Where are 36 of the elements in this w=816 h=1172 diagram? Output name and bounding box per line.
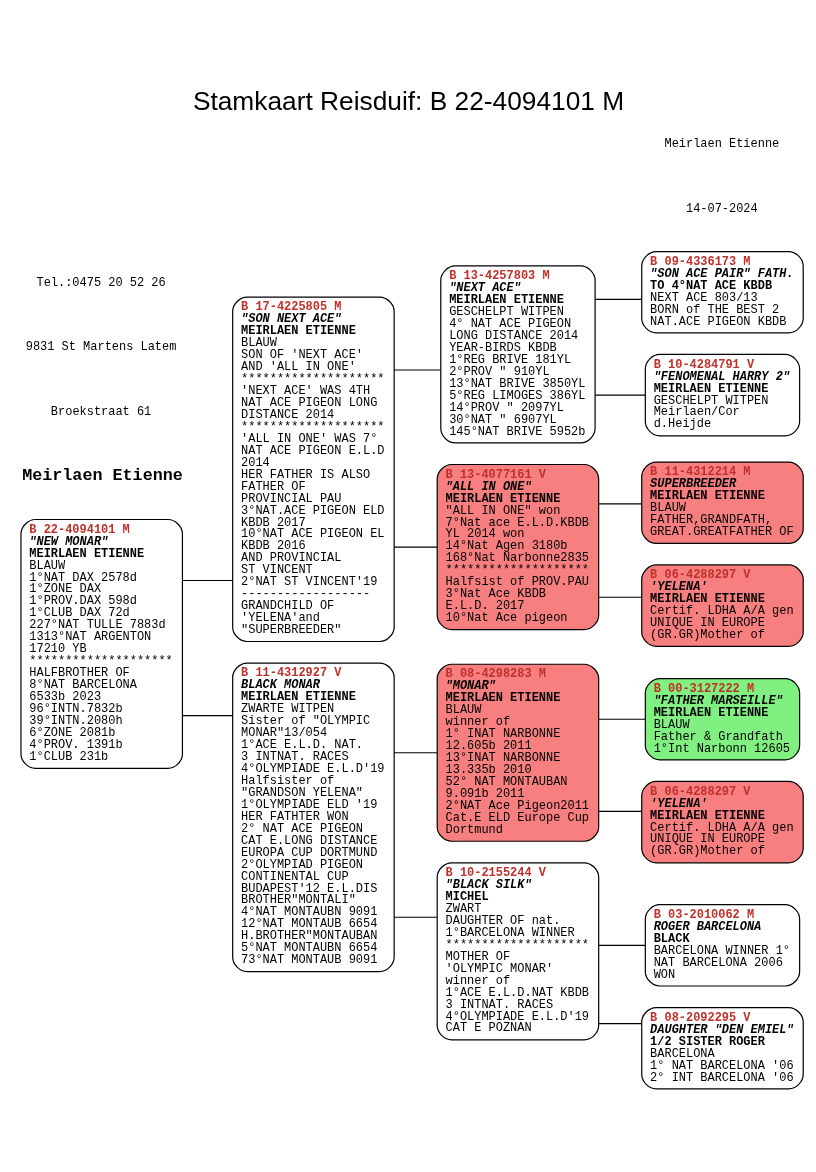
connector [594, 394, 646, 396]
connector [393, 916, 438, 918]
diagram-title: Stamkaart Reisduif: B 22-4094101 M [192, 85, 624, 116]
connector [393, 751, 438, 753]
node-box: B 13-4257803 M "NEXT ACE" MEIRLAEN ETIENNE GESCHELPT WITPEN 4° NAT ACE PIGEON LONG DISTANCE 2014 YEAR-BIRDS KBDB 1°REG BRIVE 181YL 2°PROV " 910YL 13°NAT BRIVE 3850YL 5°REG LIMOGES 386YL 14°PROV " 2097YL 30°NAT " 6907YL 145°NAT BRIVE 5952b [439, 264, 596, 444]
connector [597, 718, 646, 720]
connector [181, 714, 233, 716]
node-box: B 03-2010062 M ROGER BARCELONA BLACK BARCELONA WINNER 1° NAT BARCELONA 2006 WON [644, 903, 800, 987]
node-box: B 10-2155244 V "BLACK SILK" MICHEL ZWART DAUGHTER OF nat. 1°BARCELONA WINNER ******************** MOTHER OF 'OLYMPIC MONAR' winner of 1°ACE E.L.D.NAT KBDB 3 INTNAT. RACES 4°OLYMPIADE E.L.D'19 CAT E POZNAN [436, 861, 599, 1040]
connector [594, 298, 642, 300]
connector [597, 810, 642, 812]
label: 9831 St Martens Latem [25, 339, 176, 354]
node-box: B 13-4077161 V "ALL IN ONE" MEIRLAEN ETIENNE "ALL IN ONE" won 7°Nat ace E.L.D.KBDB YL 2014 won 14°Nat Agen 3180b 168°Nat Narbonne2835 ******************** Halfsist of PROV.PAU 3°Nat Ace KBDB E.L.D. 2017 10°Nat Ace pigeon [436, 463, 599, 630]
node-box: B 00-3127222 M "FATHER MARSEILLE" MEIRLAEN ETIENNE BLAUW Father & Grandfath 1°Int Narbonn 12605 [644, 677, 800, 761]
node-box: B 08-4298283 M "MONAR" MEIRLAEN ETIENNE BLAUW winner of 1° INAT NARBONNE 12.605b 2011 13°INAT NARBONNE 13.335b 2010 52° NAT MONTAUBAN 9.091b 2011 2°NAT Ace Pigeon2011 Cat.E ELD Europe Cup Dortmund [436, 663, 599, 842]
node-box: B 06-4288297 V 'YELENA' MEIRLAEN ETIENNE Certif. LDHA A/A gen UNIQUE IN EUROPE (GR.GR)Mother of [640, 780, 804, 863]
node-box: B 10-4284791 V "FENOMENAL HARRY 2" MEIRLAEN ETIENNE GESCHELPT WITPEN Meirlaen/Cor d.Heijde [644, 353, 800, 436]
connector [597, 1022, 642, 1024]
label: Meirlaen Etienne [663, 136, 779, 151]
label: Broekstraat 61 [50, 404, 151, 419]
connector [597, 502, 642, 505]
connector [393, 368, 441, 371]
connector [393, 545, 438, 548]
label: Tel.:0475 20 52 26 [36, 275, 166, 290]
label: Meirlaen Etienne [21, 465, 183, 485]
node-box: B 08-2092295 V DAUGHTER "DEN EMIEL" 1/2 SISTER ROGER BARCELONA 1° NAT BARCELONA '06 2° INT BARCELONA '06 [640, 1006, 804, 1089]
node-box: B 22-4094101 M "NEW MONAR" MEIRLAEN ETIENNE BLAUW 1°NAT DAX 2578d 1°ZONE DAX 1°PROV.DAX 598d 1°CLUB DAX 72d 227°NAT TULLE 7883d 1313°NAT ARGENTON 17210 YB ******************** HALFBROTHER OF 8°NAT BARCELONA 6533b 2023 96°INTN.7832b 39°INTN.2080h 6°ZONE 2081b 4°PROV. 1391b 1°CLUB 231b [19, 518, 183, 769]
node-box: B 09-4336173 M "SON ACE PAIR" FATH. TO 4°NAT ACE KBDB NEXT ACE 803/13 BORN of THE BEST 2 NAT.ACE PIGEON KBDB [640, 250, 804, 334]
node-box: B 11-4312214 M SUPERBREEDER MEIRLAEN ETIENNE BLAUW FATHER,GRANDFATH, GREAT.GREATFATHER OF [640, 461, 804, 544]
label: 14-07-2024 [685, 201, 758, 216]
connector [597, 944, 646, 946]
connector [181, 579, 233, 581]
node-box: B 06-4288297 V 'YELENA' MEIRLAEN ETIENNE Certif. LDHA A/A gen UNIQUE IN EUROPE (GR.GR)Mother of [640, 563, 804, 647]
connector [597, 596, 642, 598]
node-box: B 17-4225805 M "SON NEXT ACE" MEIRLAEN ETIENNE BLAUW SON OF 'NEXT ACE' AND 'ALL IN ONE' ******************** 'NEXT ACE' WAS 4TH NAT ACE PIGEON LONG DISTANCE 2014 ******************** 'ALL IN ONE' WAS 7° NAT ACE PIGEON E.L.D 2014 HER FATHER IS ALSO FATHER OF PROVINCIAL PAU 3°NAT.ACE PIGEON ELD KBDB 2017 10°NAT ACE PIGEON EL KBDB 2016 AND PROVINCIAL ST VINCENT 2°NAT ST VINCENT'19 ------------------ GRANDCHILD OF 'YELENA'and "SUPERBREEDER" [231, 295, 395, 642]
node-box: B 11-4312927 V BLACK MONAR MEIRLAEN ETIENNE ZWARTE WITPEN Sister of "OLYMPIC MONAR"13/054 1°ACE E.L.D. NAT. 3 INTNAT. RACES 4°OLYMPIADE E.L.D'19 Halfsister of "GRANDSON YELENA" 1°OLYMPIADE ELD '19 HER FATHTER WON 2° NAT ACE PIGEON CAT E.LONG DISTANCE EUROPA CUP DORTMUND 2°OLYMPIAD PIGEON CONTINENTAL CUP BUDAPEST'12 E.L.DIS BROTHER"MONTALI" 4°NAT MONTAUBN 9091 12°NAT MONTAUB 6654 H.BROTHER"MONTAUBAN 5°NAT MONTAUBN 6654 73°NAT MONTAUB 9091 [231, 661, 395, 972]
